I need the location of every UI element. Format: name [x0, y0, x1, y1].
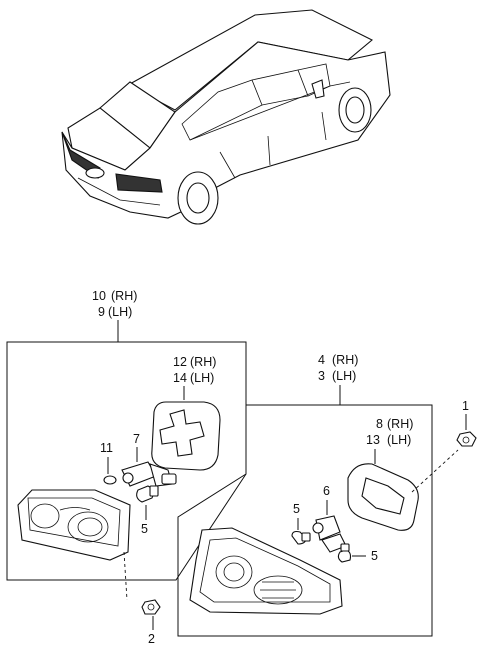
bulb-icon: [136, 485, 159, 503]
callout-8-rh: (RH): [387, 417, 413, 431]
callout-5: 5: [371, 549, 378, 563]
callout-11: 11: [100, 441, 113, 455]
callout-10-rh: (RH): [111, 289, 137, 303]
gasket-icon: [151, 401, 221, 471]
bulb-icon: [291, 530, 311, 545]
bulb-icon: [337, 543, 352, 563]
callout-1: 1: [462, 399, 469, 413]
bulb-icon: [103, 475, 117, 485]
callout-9: 9: [98, 305, 105, 319]
bulb-socket-icon: [312, 515, 347, 553]
callout-4-rh: (RH): [332, 353, 358, 367]
callout-6: 6: [323, 484, 330, 498]
nut-icon: [456, 431, 477, 447]
callout-3: 3: [318, 369, 325, 383]
callout-2: 2: [148, 632, 155, 646]
callout-9-lh: (LH): [108, 305, 132, 319]
callout-5: 5: [293, 502, 300, 516]
sedan-rear-view-icon: [61, 9, 391, 225]
callout-13: 13: [366, 433, 380, 447]
callout-7: 7: [133, 432, 140, 446]
callout-13-lh: (LH): [387, 433, 411, 447]
nut-icon: [141, 599, 161, 615]
callout-4: 4: [318, 353, 325, 367]
right-assembly-frame: [177, 404, 433, 637]
tail-lamp-icon: [189, 527, 343, 615]
callout-3-lh: (LH): [332, 369, 356, 383]
bulb-socket-icon: [121, 461, 177, 487]
callout-5: 5: [141, 522, 148, 536]
left-assembly-frame: [6, 341, 247, 581]
callout-10: 10: [92, 289, 106, 303]
callout-12-rh: (RH): [190, 355, 216, 369]
callout-14-lh: (LH): [190, 371, 214, 385]
callout-8: 8: [376, 417, 383, 431]
callout-12: 12: [173, 355, 187, 369]
tail-lamp-icon: [17, 489, 131, 561]
callout-14: 14: [173, 371, 187, 385]
gasket-icon: [347, 463, 419, 531]
